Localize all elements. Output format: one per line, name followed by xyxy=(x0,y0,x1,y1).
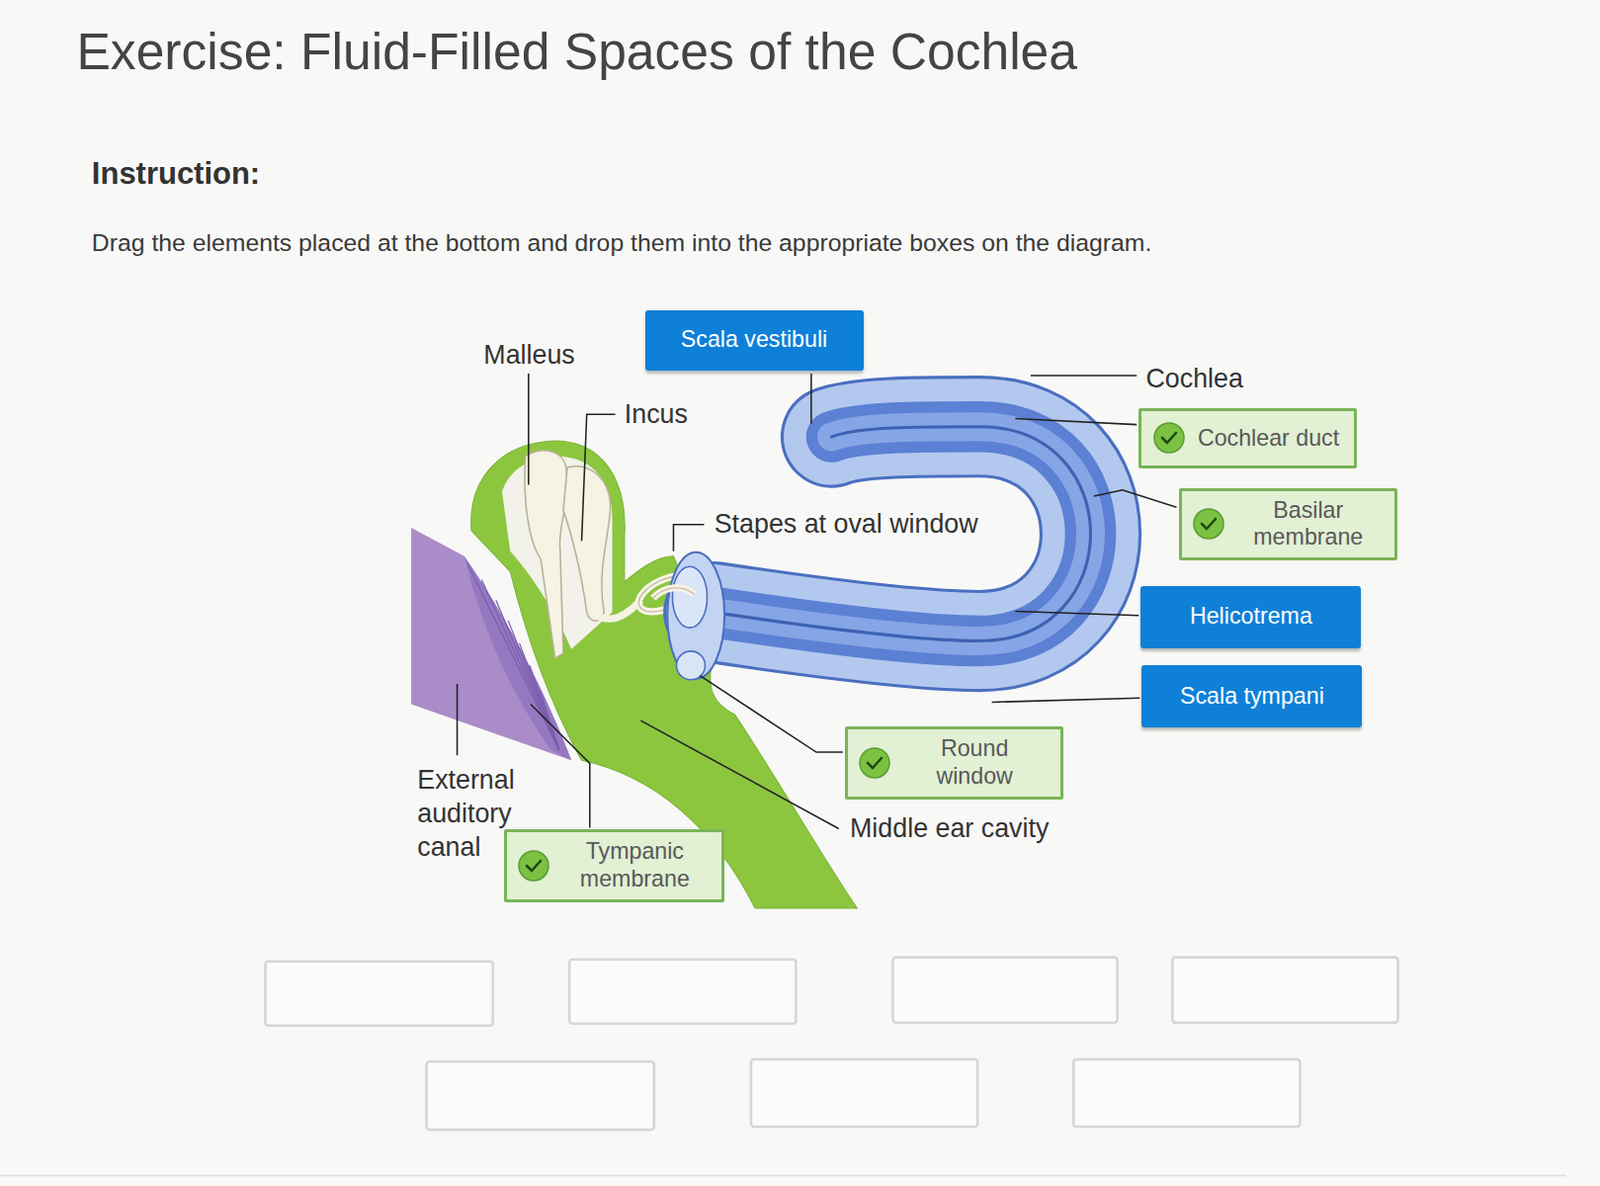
membrane-line xyxy=(507,620,560,751)
box-text: Scala tympani xyxy=(1179,682,1325,711)
stapes-footplate-outline xyxy=(653,588,694,598)
leader-line xyxy=(1094,490,1178,508)
page-rule xyxy=(0,1175,1567,1178)
part-label: Stapes at oval window xyxy=(712,508,981,540)
drop-box xyxy=(751,1059,978,1127)
instruction-text: Drag the elements placed at the bottom a… xyxy=(89,229,1154,257)
malleus-bone xyxy=(524,450,568,659)
check-mark xyxy=(867,757,882,768)
check-circle xyxy=(1193,508,1224,539)
answer-box-correct: Tympanic membrane xyxy=(504,829,725,903)
box-text: Basilar membrane xyxy=(1242,497,1375,553)
drop-box xyxy=(1172,957,1398,1023)
leader-line xyxy=(810,373,813,424)
leader-line xyxy=(1030,374,1137,377)
part-label: Middle ear cavity xyxy=(847,813,1051,844)
page-title: Exercise: Fluid-Filled Spaces of the Coc… xyxy=(76,22,1078,82)
oval-window xyxy=(672,566,707,628)
check-icon xyxy=(1152,421,1186,455)
check-mark xyxy=(1201,518,1216,529)
membrane-line xyxy=(519,643,560,751)
check-circle xyxy=(1154,422,1184,453)
part-label: Cochlea xyxy=(1143,363,1245,395)
leader-line xyxy=(992,697,1141,702)
incus-bone xyxy=(563,466,611,621)
check-circle xyxy=(859,748,890,778)
drop-box xyxy=(892,957,1117,1023)
box-text: Scala vestibuli xyxy=(680,326,828,354)
box-text: Round window xyxy=(916,735,1034,791)
membrane-line xyxy=(539,689,560,751)
leader-line xyxy=(582,414,616,541)
drop-box xyxy=(264,961,493,1026)
box-text: Helicotrema xyxy=(1189,602,1313,631)
check-circle xyxy=(518,850,549,881)
stapes-head xyxy=(596,599,641,619)
drop-box xyxy=(569,959,796,1024)
drop-boxes xyxy=(264,957,1398,1130)
box-text: Cochlear duct xyxy=(1188,424,1348,453)
check-icon xyxy=(516,848,551,883)
leader-line xyxy=(640,720,839,829)
check-icon xyxy=(1191,506,1226,541)
answer-box: Helicotrema xyxy=(1140,586,1361,649)
box-text: Tympanic membrane xyxy=(568,838,701,894)
leader-line xyxy=(699,675,843,753)
leader-line xyxy=(1014,418,1137,424)
drop-box xyxy=(426,1061,655,1130)
check-icon xyxy=(857,746,892,780)
answer-box: Scala tympani xyxy=(1141,665,1362,728)
leader-line xyxy=(527,373,530,486)
stapes-footplate xyxy=(653,588,694,598)
leader-line xyxy=(456,683,459,756)
answer-box-correct: Cochlear duct xyxy=(1138,408,1357,469)
check-mark xyxy=(526,860,541,871)
drop-box xyxy=(1073,1059,1300,1127)
leader-line xyxy=(673,524,704,552)
leader-line xyxy=(1014,611,1139,616)
answer-box-correct: Basilar membrane xyxy=(1178,488,1398,562)
part-label: Malleus xyxy=(481,339,577,371)
answer-box: Scala vestibuli xyxy=(645,310,864,371)
instruction-heading: Instruction: xyxy=(89,156,262,192)
answer-box-correct: Round window xyxy=(844,726,1064,800)
check-mark xyxy=(1162,432,1177,443)
part-label: Incus xyxy=(622,399,690,430)
leader-lines xyxy=(457,373,1178,830)
